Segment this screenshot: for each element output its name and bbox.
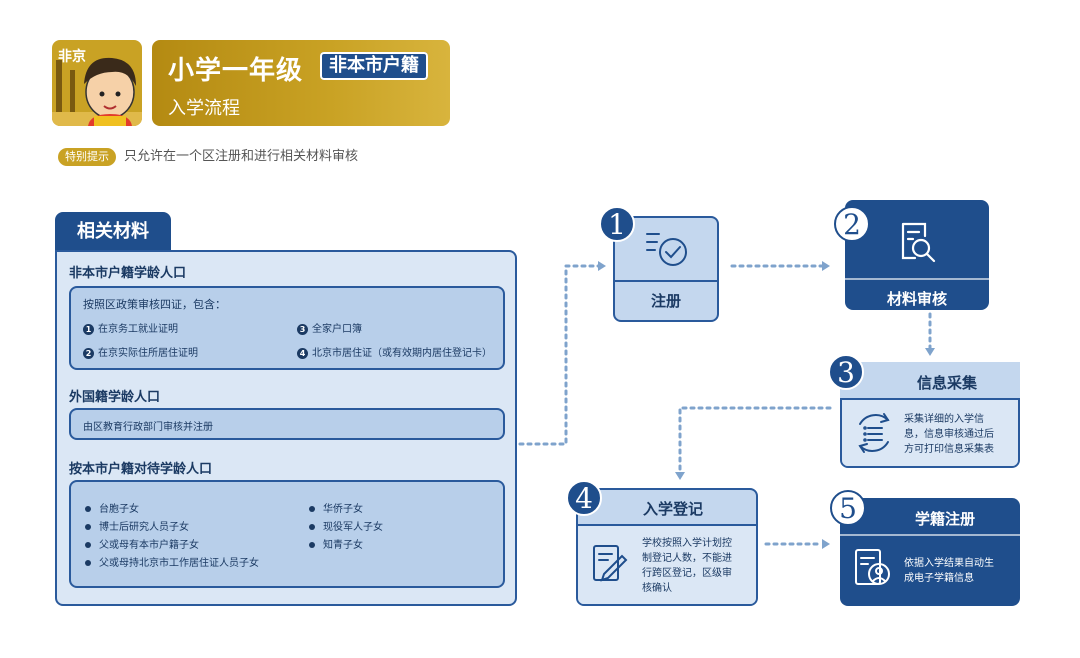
child-avatar-icon <box>52 57 142 126</box>
list-item: 博士后研究人员子女 <box>85 518 189 533</box>
connector-step3-to-step4 <box>678 406 832 474</box>
arrowhead-icon <box>822 261 830 271</box>
avatar-tag: 非京 <box>58 49 86 65</box>
step-3-card: 信息采集 采集详细的入学信 息，信息审核通过后 方可打印信息采集表 <box>840 362 1020 468</box>
check-form-icon <box>646 233 687 266</box>
refresh-list-icon <box>858 413 890 453</box>
step-1-label: 注册 <box>650 292 681 310</box>
step-3-description: 采集详细的入学信 息，信息审核通过后 方可打印信息采集表 <box>904 414 994 455</box>
tip-badge: 特别提示 <box>58 148 116 166</box>
step-4-number: 4 <box>566 480 602 516</box>
nonlocal-intro: 按照区政策审核四证，包含： <box>83 298 226 311</box>
student-id-icon <box>855 549 890 585</box>
foreign-box: 由区教育行政部门审核并注册 <box>69 408 505 440</box>
step-3-number: 3 <box>828 354 864 390</box>
list-item: 华侨子女 <box>309 500 363 515</box>
step-2-number: 2 <box>834 206 870 242</box>
step-1-number: 1 <box>599 206 635 242</box>
page-subtitle: 入学流程 <box>168 98 240 119</box>
step-4-label: 入学登记 <box>642 500 703 518</box>
arrowhead-icon <box>822 539 830 549</box>
document-search-icon <box>901 222 936 263</box>
tip-text: 只允许在一个区注册和进行相关材料审核 <box>124 149 359 164</box>
list-item: 台胞子女 <box>85 500 139 515</box>
connector-materials-to-step1 <box>518 264 602 446</box>
arrowhead-icon <box>675 472 685 480</box>
list-item: 父或母持北京市工作居住证人员子女 <box>85 554 259 569</box>
step-5-number: 5 <box>830 490 866 526</box>
page-title: 小学一年级 <box>168 56 304 86</box>
section-title-nonlocal: 非本市户籍学龄人口 <box>69 266 187 281</box>
step-5-card: 学籍注册 依据入学结果自动生 成电子学籍信息 <box>840 498 1020 606</box>
avatar: 非京 <box>52 40 142 126</box>
materials-tab: 相关材料 <box>55 212 171 252</box>
step-5-label: 学籍注册 <box>914 510 975 528</box>
residency-badge: 非本市户籍 <box>320 52 428 80</box>
step-2-label: 材料审核 <box>886 290 947 308</box>
step-5-description: 依据入学结果自动生 成电子学籍信息 <box>904 558 994 584</box>
step-4-description: 学校按照入学计划控 制登记人数，不能进 行跨区登记，区级审 核确认 <box>642 538 732 594</box>
treated-local-box: 台胞子女 博士后研究人员子女 父或母有本市户籍子女 父或母持北京市工作居住证人员… <box>69 480 505 588</box>
title-banner: 小学一年级 非本市户籍 入学流程 <box>152 40 450 126</box>
arrowhead-icon <box>598 261 606 271</box>
step-4-card: 入学登记 学校按照入学计划控 制登记人数，不能进 行跨区登记，区级审 核确认 <box>576 488 758 606</box>
list-item: 父或母有本市户籍子女 <box>85 536 199 551</box>
step-3-label: 信息采集 <box>916 374 977 392</box>
list-item: 知青子女 <box>309 536 363 551</box>
section-title-foreign: 外国籍学龄人口 <box>69 390 161 405</box>
list-item: 现役军人子女 <box>309 518 383 533</box>
section-title-treated-local: 按本市户籍对待学龄人口 <box>69 462 213 477</box>
arrowhead-icon <box>925 348 935 356</box>
foreign-text: 由区教育行政部门审核并注册 <box>83 422 213 433</box>
edit-document-icon <box>593 545 628 582</box>
